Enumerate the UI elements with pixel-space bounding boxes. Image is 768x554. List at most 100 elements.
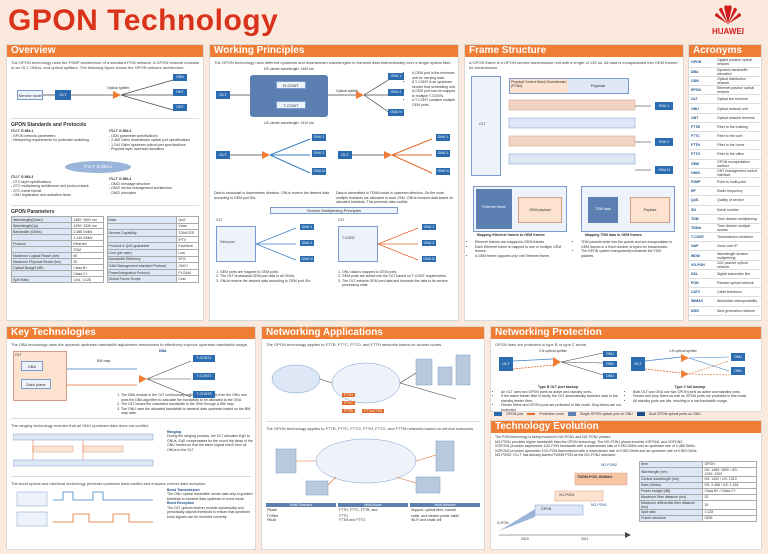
working-heading: Working Principles	[210, 45, 458, 57]
service-node: Service node	[17, 90, 43, 100]
ranging-timeline	[13, 433, 154, 466]
table-cell: Cost	[176, 275, 199, 283]
tdma-note: Data is transmitted in TDMA mode in upst…	[336, 191, 454, 204]
prot-b-onu3: ONU	[603, 373, 617, 379]
table-cell: Digital subscriber line	[715, 269, 761, 280]
mux-lines-right	[378, 227, 419, 260]
mux-notes-right: ONU data is mapped to GEM ports.GEM port…	[336, 270, 454, 288]
frame-heading: Frame Structure	[465, 45, 683, 57]
dba-description: The DBA technology uses the dynamic upst…	[11, 342, 248, 347]
overview-heading: Overview	[7, 45, 203, 57]
std-g9841: ITU-T G.984.1- GPON network parameters- …	[11, 129, 89, 142]
mapping-diagrams: Ethernet frame GEM payload Mapping Ether…	[465, 184, 683, 240]
access-node-diagram: FTTH FTTC FTTB FTTx/FTTO	[262, 349, 484, 419]
networking-applications-panel: Networking Applications The GPON technol…	[261, 326, 485, 550]
frame-description: A GPON frame is a GPON service transmiss…	[469, 60, 678, 70]
bcast-tdma-diagram: OLT ONU 1 ONU 2 ONU N OLT ONU 1 ONU 2 ON	[210, 129, 458, 191]
table-cell: Low	[176, 248, 199, 257]
table-cell: OLT	[689, 94, 715, 105]
table-cell: Next generation network	[715, 306, 761, 316]
tag-fttx: FTTx/FTTO	[362, 409, 385, 413]
table-cell: Excellent	[176, 242, 199, 250]
table-cell: Protocol & QoS guarantee	[106, 242, 178, 250]
tdma-onu2: ONU 2	[436, 150, 450, 157]
tdma-olt: OLT	[338, 151, 352, 159]
frame-notes-left: Ethernet frames are mapped to GEM frames…	[469, 240, 569, 258]
table-cell: Time division multiplexing	[715, 214, 761, 224]
prot-c-olt: OLT	[631, 357, 645, 371]
std-g9843: ITU-T G.984.3- GTC layer specifications-…	[11, 175, 89, 197]
burst-diagram: Burst Transmission The ONU optical trans…	[7, 488, 255, 532]
gpon-architecture-diagram: Service node OLT Optical splitter ONU ON…	[7, 72, 203, 116]
eth-mapping-caption: Mapping Ethernet frames to GEM frames	[477, 233, 545, 237]
protection-diagrams: OLT 2:N optical splitter ONU ONU ONU OLT	[491, 349, 761, 385]
scenario-col-2: Multi-Mode FTTH, FTTC, FTTB, and FTTO FT…	[338, 503, 408, 523]
stage-twdm: TWDM-PON, 40Gbit/s	[577, 474, 613, 479]
eth-frame-block: Ethernet frame	[476, 189, 512, 229]
stage-ngpon1: NG-PON1	[591, 502, 607, 507]
table-cell: GPON encapsulation method	[715, 159, 761, 169]
table-cell: Optical line terminal	[715, 94, 761, 105]
table-cell: Serial number	[715, 205, 761, 215]
table-row: Maximum differential fiber distance (km)…	[638, 499, 757, 510]
type-b-notes: Type B OLT port backup An OLT uses two G…	[495, 385, 621, 411]
table-cell: Fiber to the home	[715, 140, 761, 151]
stage-xgpon1: XG-PON1	[559, 492, 575, 497]
tdm-mapping-box: TDM data Payload	[581, 186, 675, 232]
table-cell: QoS	[176, 216, 199, 224]
frame-notes-right: TDM packets enter into the queue and are…	[575, 240, 675, 258]
mux2-onun: ONU N	[422, 255, 436, 262]
tdma-onun: ONU N	[436, 168, 450, 175]
table-cell: Frame structure	[638, 514, 704, 522]
stage-gpon: GPON	[541, 506, 552, 511]
prot-c-onu1: ONU	[731, 353, 745, 361]
parameters-heading: GPON Parameters	[11, 209, 55, 215]
legend-swatch-route	[527, 413, 536, 415]
type-c-notes: Type C full backup Both OLT and ONU use …	[627, 385, 753, 411]
table-cell: PON	[689, 278, 715, 289]
architecture-lines	[43, 79, 174, 111]
std-g9844: ITU-T G.984.4- OMCI message structure- O…	[109, 177, 173, 195]
legend-swatch-dual	[636, 412, 645, 416]
huawei-logo: HUAWEI	[700, 4, 756, 36]
table-cell: DS: 1480~1500 / US: 1290~1330	[702, 466, 757, 477]
frame-olt-box	[471, 76, 501, 176]
frame-structure-panel: Frame Structure A GPON frame is a GPON s…	[464, 44, 684, 321]
table-cell: NGN	[689, 306, 715, 316]
scenario-col-1: Multi-Scenario FBase FOffice FBuilt	[266, 503, 336, 523]
standards-center: ITU-T G.984.x	[65, 161, 131, 173]
table-cell: Quality of service	[715, 195, 761, 206]
table-cell: FTTC	[689, 131, 715, 142]
table-cell: T-CONT	[689, 232, 715, 243]
mux-onun: ONU N	[300, 255, 314, 262]
table-row: Cost (per user)Low	[106, 248, 199, 257]
mux-gem-label: Gem port	[220, 239, 235, 244]
table-cell: TDMA	[689, 223, 715, 234]
type-b-splitter: 2:N optical splitter	[539, 349, 567, 353]
table-cell: WiMAX	[689, 296, 715, 307]
table-cell: FTTO	[689, 149, 715, 160]
dba-module: DBA	[21, 361, 43, 371]
mux-onu1: ONU 1	[300, 223, 314, 230]
mux-diagram: OLT Gem port ONU 1 ONU 2 ONU N OLT T-CON…	[210, 216, 458, 270]
scenario-network-map	[275, 438, 455, 496]
overview-description: The GPON technology uses the P2MP archit…	[11, 60, 199, 70]
table-cell: QoS	[689, 195, 715, 206]
t-cont-box: T-CONT	[276, 101, 306, 109]
tdm-data-block: TDM data	[588, 197, 618, 223]
table-cell: Split Ratio	[10, 276, 73, 283]
olt-box: OLT	[55, 90, 71, 100]
